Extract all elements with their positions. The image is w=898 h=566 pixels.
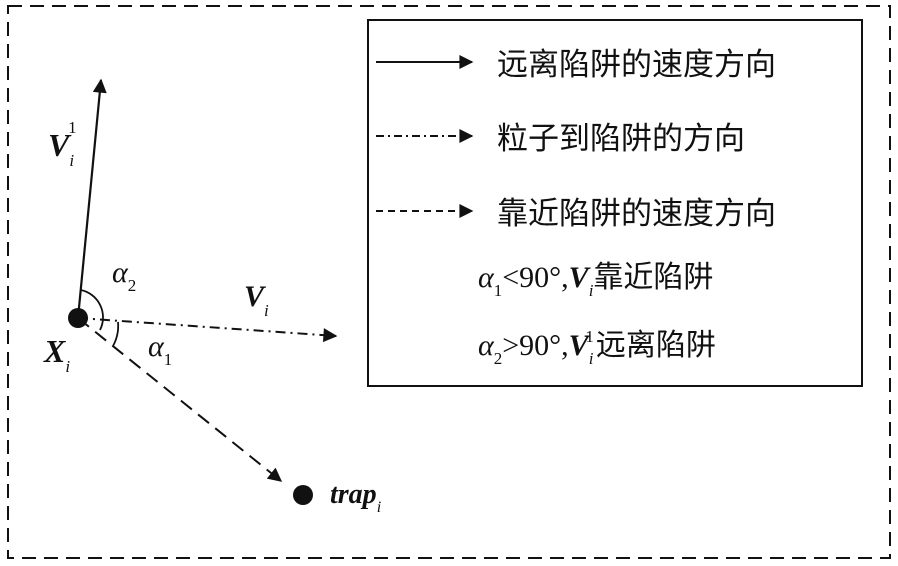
label-v1: Vi1 — [48, 118, 77, 170]
legend-item-dashed: 靠近陷阱的速度方向 — [376, 196, 776, 232]
vector-to-trap — [77, 317, 283, 482]
note2-alpha-sub: 2 — [494, 349, 503, 368]
note2-vec: V — [569, 329, 592, 362]
svg-text:α2>90°,Vi1远离陷阱: α2>90°,Vi 1远离陷阱 — [478, 327, 716, 368]
angle-arc-alpha2 — [80, 289, 104, 331]
legend-label-dashed: 靠近陷阱的速度方向 — [497, 196, 776, 232]
note2-vec-sub: i — [589, 349, 594, 368]
svg-text:α1<90°,Vi靠近陷阱: α1<90°,Vi靠近陷阱 — [478, 260, 713, 300]
note1-text: 靠近陷阱 — [593, 260, 713, 295]
label-xi: Xi — [43, 333, 70, 376]
label-trap: trapi — [330, 479, 381, 516]
outer-dashed-frame — [7, 5, 891, 559]
note1-cmp: <90°, — [502, 261, 568, 294]
legend-box: 远离陷阱的速度方向 粒子到陷阱的方向 靠近陷阱的速度方向 α1<90°,Vi靠近… — [367, 19, 863, 387]
note2-cmp: >90°, — [502, 329, 568, 362]
legend-note-alpha2: α2>90°,Vi 1远离陷阱 — [478, 327, 716, 368]
label-alpha1: α1 — [148, 330, 172, 369]
label-alpha2: α2 — [112, 256, 136, 295]
trap-point — [293, 485, 313, 505]
legend-item-dash-dot: 粒子到陷阱的方向 — [376, 121, 745, 157]
particle-point-xi — [68, 308, 88, 328]
note1-alpha-sub: 1 — [494, 281, 503, 300]
note2-vec-sup: 1 — [585, 327, 594, 346]
angle-arc-alpha1 — [112, 321, 120, 347]
note1-vec: V — [569, 261, 592, 294]
note1-alpha: α — [478, 261, 495, 294]
note2-text: 远离陷阱 — [596, 328, 716, 363]
legend-label-dash-dot: 粒子到陷阱的方向 — [497, 121, 745, 157]
legend-item-solid: 远离陷阱的速度方向 — [376, 47, 776, 83]
label-vi: Vi — [244, 280, 269, 320]
note2-alpha: α — [478, 329, 495, 362]
legend-note-alpha1: α1<90°,Vi靠近陷阱 — [478, 260, 713, 300]
vector-v1-away — [76, 78, 107, 319]
legend-label-solid: 远离陷阱的速度方向 — [497, 47, 776, 83]
note1-vec-sub: i — [589, 281, 594, 300]
